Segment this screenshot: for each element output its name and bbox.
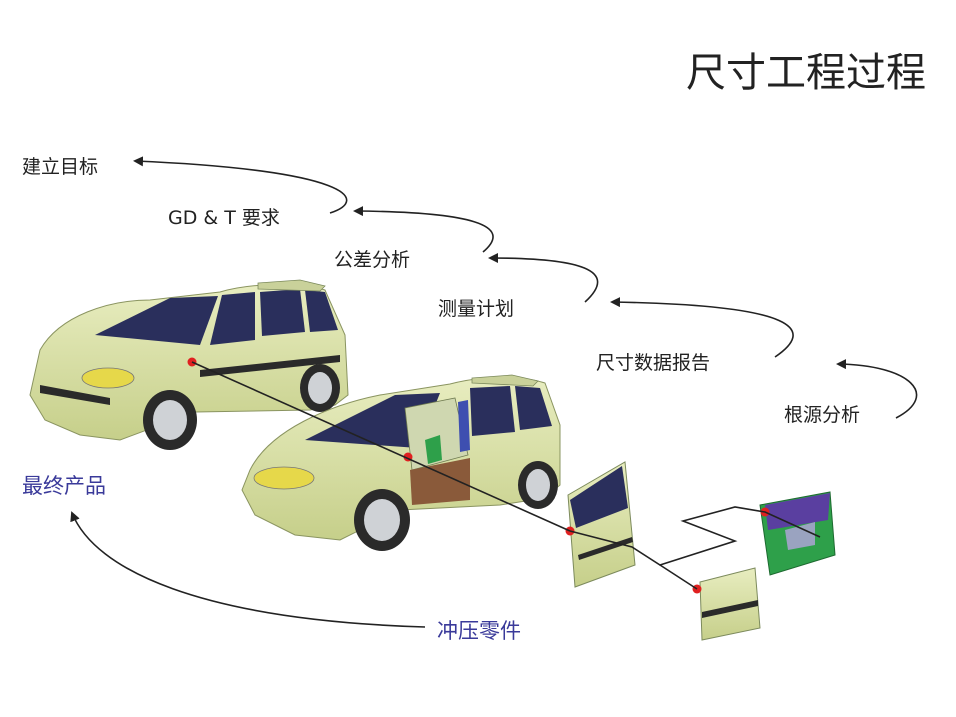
final-product-label: 最终产品	[22, 474, 106, 498]
measurement-links	[191, 361, 821, 590]
step-set-goals: 建立目标	[22, 156, 99, 178]
arrow-stamp-to-final	[70, 511, 426, 628]
page-title: 尺寸工程过程	[686, 50, 926, 96]
stamped-panel-image	[692, 567, 761, 641]
door-assembly-image	[565, 461, 636, 588]
step-gdt-requirements: GD & T 要求	[168, 207, 280, 229]
arrow-report-to-meas	[610, 297, 794, 358]
step-root-cause-analysis: 根源分析	[784, 404, 861, 426]
arrow-root-to-report	[836, 359, 918, 419]
arrow-meas-to-tol	[488, 253, 599, 303]
step-measurement-plan: 测量计划	[438, 298, 515, 320]
arrow-tol-to-gdt	[353, 206, 494, 253]
open-car-image	[241, 374, 561, 551]
final-product-car-image	[29, 279, 349, 450]
stamped-parts-label: 冲压零件	[437, 619, 521, 643]
process-arrows	[70, 156, 918, 628]
inner-panel-image	[759, 491, 836, 576]
arrow-gdt-to-goal	[133, 156, 348, 214]
step-tolerance-analysis: 公差分析	[334, 249, 411, 271]
step-dimension-report: 尺寸数据报告	[596, 352, 711, 374]
